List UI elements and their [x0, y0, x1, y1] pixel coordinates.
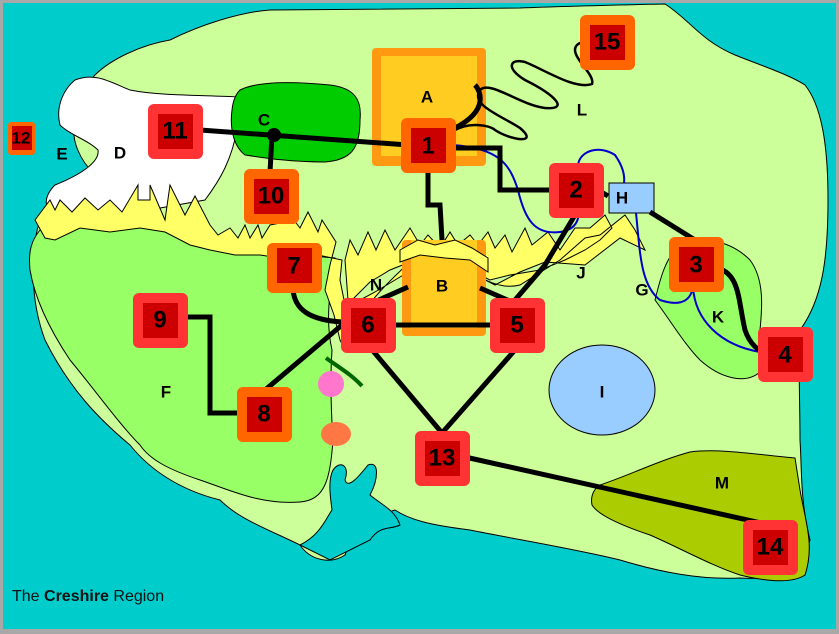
node-1[interactable]: 1	[401, 118, 456, 173]
ridge-over-B	[399, 239, 489, 273]
node-5[interactable]: 5	[490, 298, 545, 353]
green-path	[324, 356, 364, 388]
svg-text:8: 8	[257, 401, 270, 428]
label-G: G	[635, 281, 648, 300]
label-I: I	[600, 383, 605, 402]
node-9[interactable]: 9	[133, 293, 188, 348]
svg-text:1: 1	[421, 133, 434, 160]
map-title: The Creshire Region	[12, 588, 164, 606]
svg-text:12: 12	[12, 129, 31, 148]
node-8[interactable]: 8	[237, 387, 292, 442]
svg-text:5: 5	[510, 312, 523, 339]
forest-C	[230, 82, 361, 163]
svg-text:11: 11	[162, 118, 187, 145]
svg-text:13: 13	[429, 445, 456, 472]
node-7[interactable]: 7	[267, 243, 322, 293]
node-3[interactable]: 3	[669, 237, 724, 292]
title-suffix: Region	[108, 588, 165, 605]
label-K: K	[712, 308, 725, 327]
label-N: N	[370, 276, 382, 295]
junction-C	[267, 128, 281, 142]
svg-text:10: 10	[258, 183, 285, 210]
svg-text:6: 6	[361, 312, 374, 339]
label-L: L	[577, 101, 587, 120]
label-F: F	[161, 383, 171, 402]
label-J: J	[576, 264, 585, 283]
rivers	[451, 144, 761, 353]
label-M: M	[715, 474, 729, 493]
node-12[interactable]: 12	[8, 122, 35, 155]
label-H: H	[616, 189, 628, 208]
pink-marker	[318, 371, 344, 397]
svg-text:9: 9	[153, 307, 166, 334]
title-region-name: Creshire	[44, 588, 109, 605]
node-10[interactable]: 10	[244, 169, 299, 224]
node-15[interactable]: 15	[580, 15, 635, 70]
node-6[interactable]: 6	[341, 298, 396, 353]
lake-I	[548, 344, 656, 436]
svg-text:3: 3	[689, 252, 702, 279]
label-C: C	[258, 111, 270, 130]
label-A: A	[421, 88, 433, 107]
label-D: D	[114, 144, 126, 163]
title-prefix: The	[12, 588, 45, 605]
orange-marker	[321, 422, 351, 446]
node-2[interactable]: 2	[549, 163, 604, 218]
svg-text:14: 14	[757, 534, 784, 561]
winding-road-L	[454, 38, 594, 141]
node-4[interactable]: 4	[758, 327, 813, 382]
label-B: B	[436, 277, 448, 296]
svg-text:2: 2	[569, 177, 582, 204]
svg-text:7: 7	[287, 253, 300, 280]
label-E: E	[56, 145, 67, 164]
svg-text:15: 15	[594, 29, 621, 56]
node-14[interactable]: 14	[743, 520, 798, 575]
building-H	[608, 182, 655, 214]
node-13[interactable]: 13	[415, 431, 470, 486]
svg-text:4: 4	[778, 342, 792, 369]
node-11[interactable]: 11	[148, 104, 203, 159]
mountain-ridge-J	[34, 183, 647, 352]
sea-inlet	[298, 463, 401, 561]
creshire-map: A B I H	[3, 3, 836, 629]
